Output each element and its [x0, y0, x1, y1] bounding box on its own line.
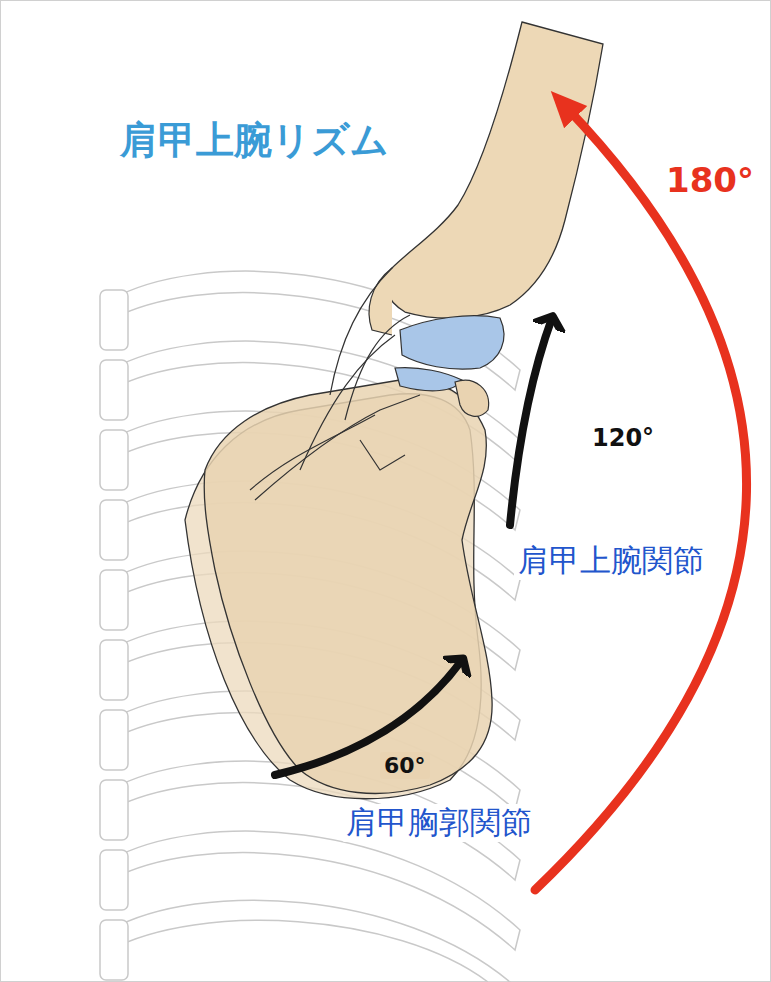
scapula-rotated [204, 379, 492, 793]
scapulothoracic-arrow [275, 660, 462, 775]
angle-label: 120° [588, 424, 658, 454]
total-arc-arrow [535, 107, 747, 890]
humerus [300, 22, 603, 470]
joint-cartilage [395, 316, 504, 417]
diagram-title: 肩甲上腕リズム [116, 118, 393, 164]
spine [100, 290, 128, 980]
glenohumeral-arrow [510, 318, 552, 525]
joint-label: 肩甲胸郭関節 [342, 804, 536, 842]
angle-label: 180° [662, 160, 758, 201]
rib-cage [110, 271, 520, 982]
joint-label: 肩甲上腕関節 [514, 542, 708, 580]
angle-label: 60° [380, 752, 430, 779]
